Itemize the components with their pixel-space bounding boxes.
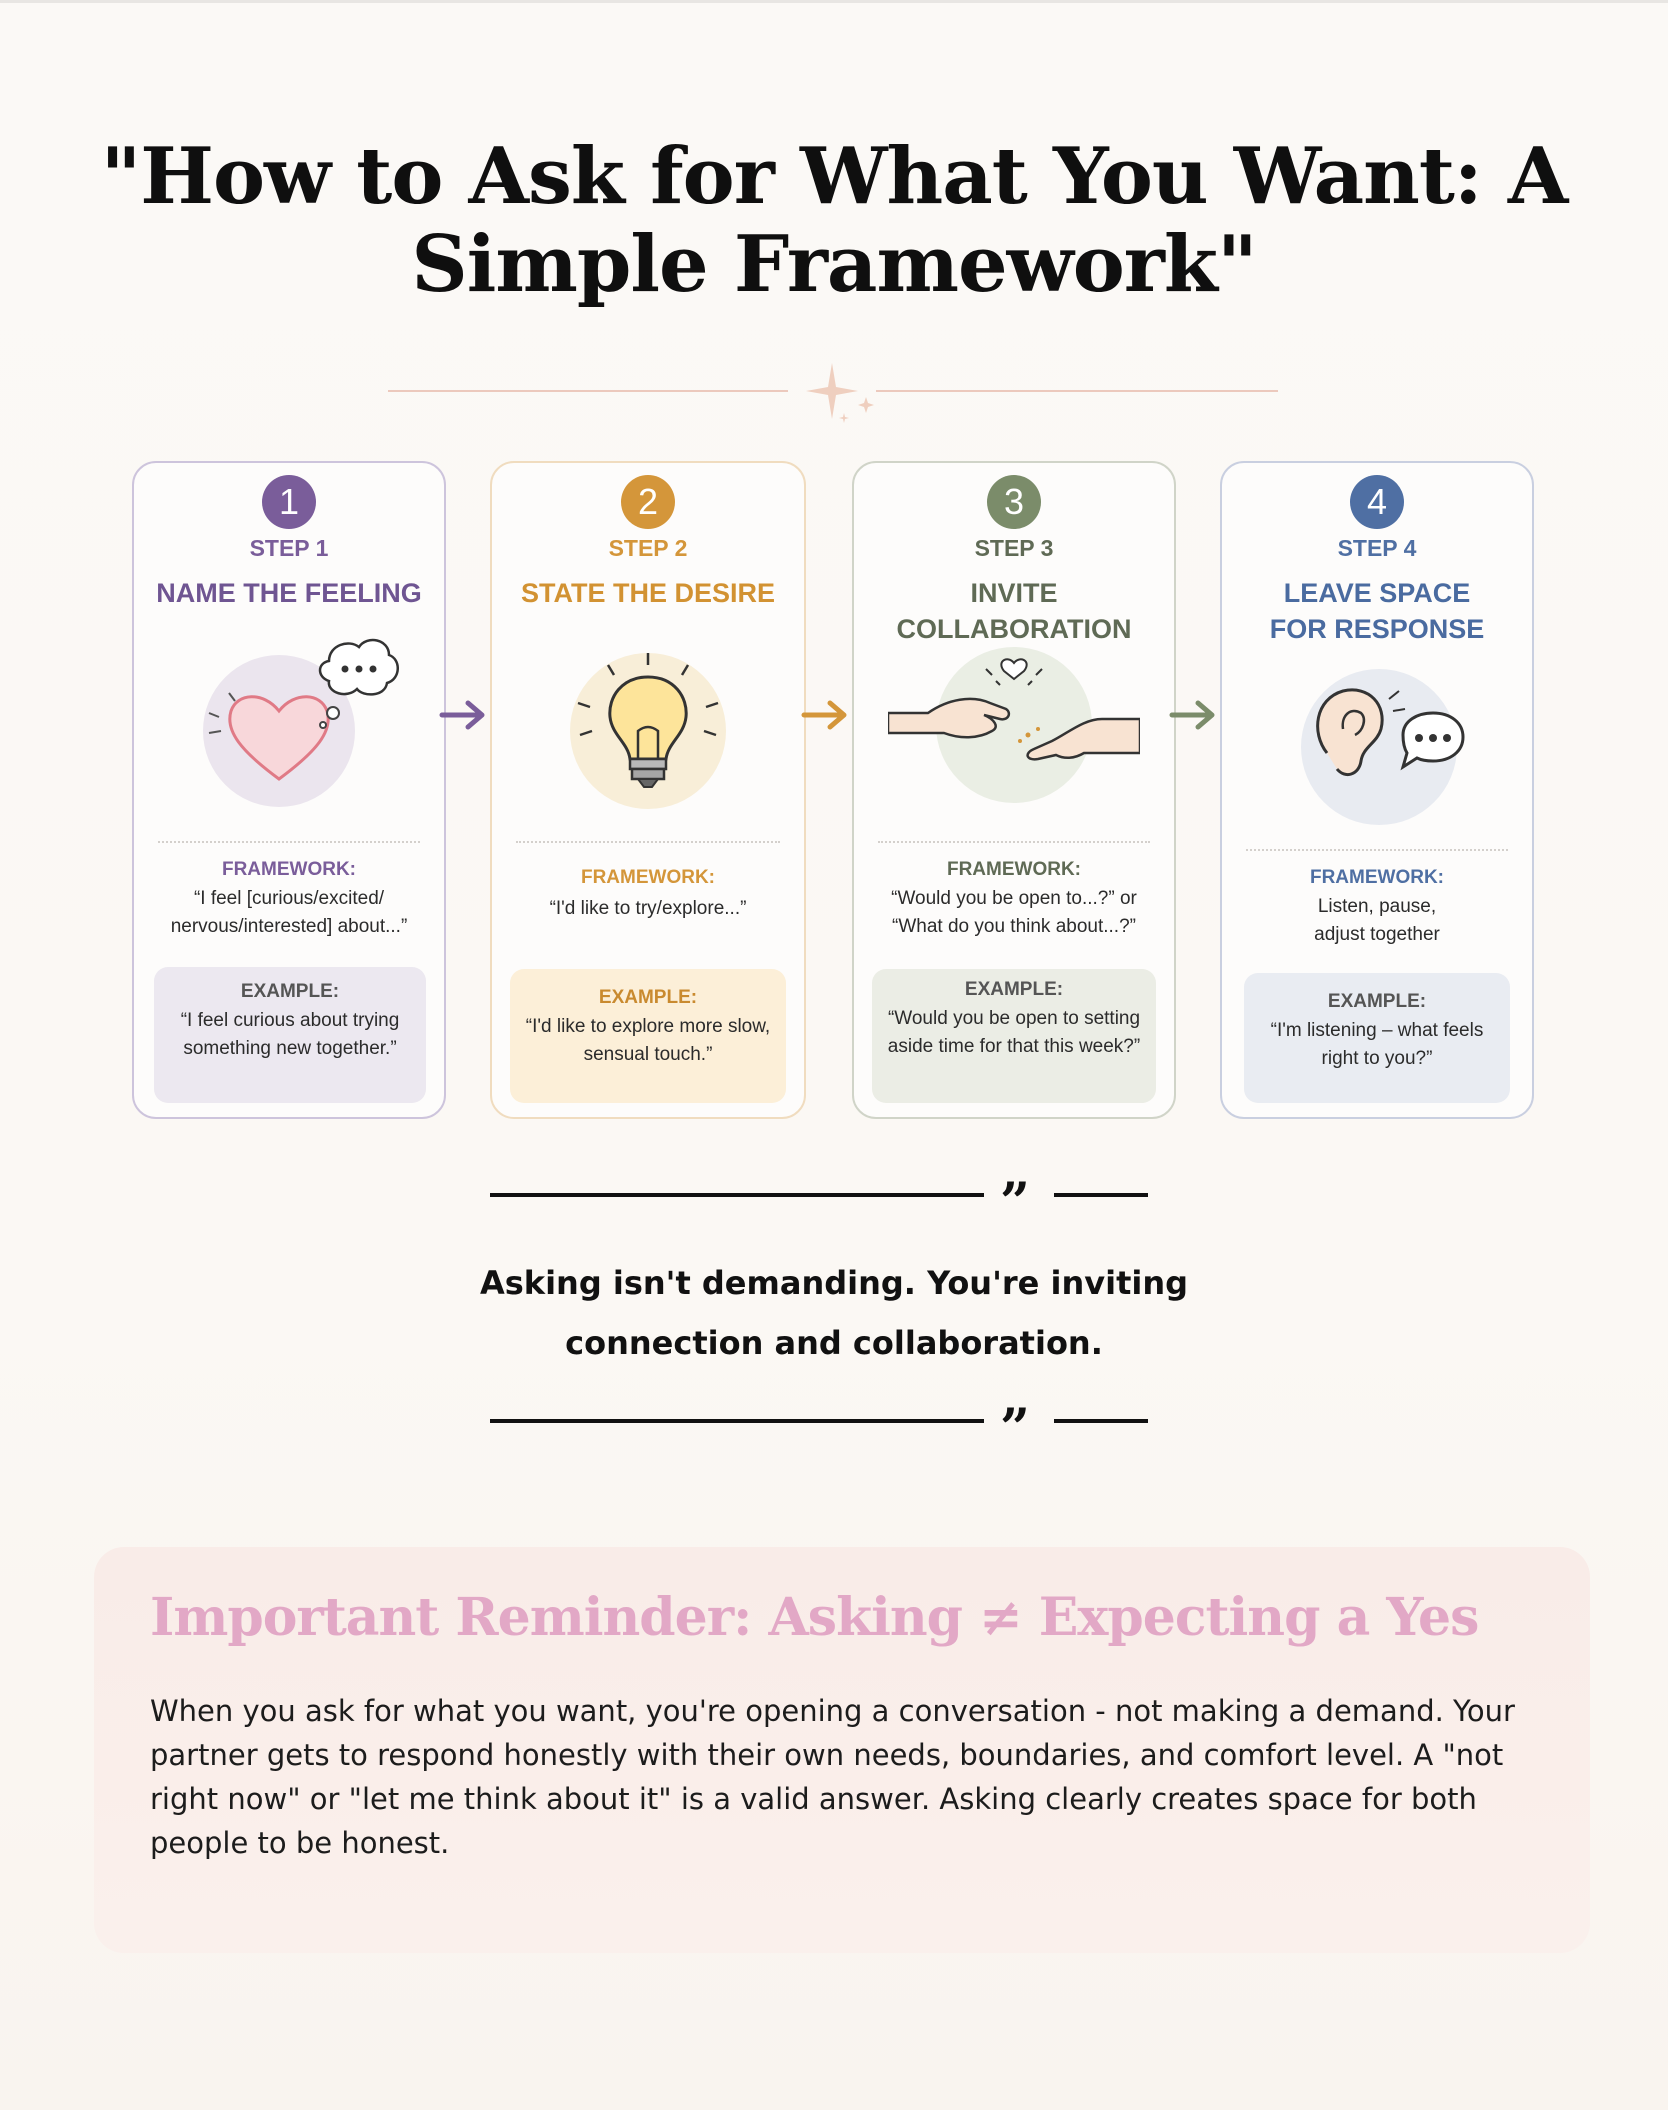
- step-number-badge: 4: [1350, 475, 1404, 529]
- step-label: STEP 4: [1337, 535, 1417, 561]
- reminder-title: Important Reminder: Asking ≠ Expecting a…: [150, 1587, 1479, 1648]
- dotted-separator: [878, 841, 1150, 843]
- quote-mark-icon: ”: [1000, 1172, 1030, 1233]
- lightbulb-icon: [570, 653, 726, 809]
- framework-text: “I'd like to try/explore...”: [549, 898, 747, 919]
- step-label: STEP 2: [608, 535, 688, 561]
- ear-speech-bubble-icon: [1301, 669, 1465, 825]
- example-box: EXAMPLE: “I'd like to explore more slow,…: [510, 969, 786, 1103]
- arrow-right-icon: [439, 700, 485, 730]
- steps-framework: 1 STEP 1 NAME THE FEELING FRAMEWORK: “I …: [132, 461, 1534, 1119]
- quote-mark-icon: ”: [1000, 1398, 1030, 1459]
- example-box: EXAMPLE: “I'm listening – what feels rig…: [1244, 973, 1510, 1103]
- example-box: EXAMPLE: “I feel curious about trying so…: [154, 967, 426, 1103]
- step-card-2: 2 STEP 2 STATE THE DESIRE FRAMEWORK: “: [490, 461, 806, 1119]
- quote-rule-bottom-right: [1054, 1419, 1148, 1423]
- framework-label: FRAMEWORK:: [221, 859, 357, 880]
- example-text: “I feel curious about trying something n…: [180, 1010, 400, 1059]
- dotted-separator: [516, 841, 780, 843]
- step-label: STEP 3: [974, 535, 1054, 561]
- arrow-right-icon: [801, 700, 847, 730]
- reminder-box: Important Reminder: Asking ≠ Expecting a…: [94, 1547, 1590, 1953]
- example-label: EXAMPLE:: [964, 979, 1064, 1000]
- arrow-right-icon: [1169, 700, 1215, 730]
- quote-rule-top-left: [490, 1193, 984, 1197]
- dotted-separator: [158, 841, 420, 843]
- example-label: EXAMPLE:: [598, 987, 698, 1008]
- step-name: LEAVE SPACE FOR RESPONSE: [1269, 578, 1485, 644]
- heart-thought-icon: [203, 638, 399, 807]
- framework-label: FRAMEWORK:: [946, 859, 1082, 880]
- example-text: “Would you be open to setting aside time…: [887, 1008, 1141, 1057]
- step-name: NAME THE FEELING: [156, 578, 422, 608]
- quote-rule-bottom-left: [490, 1419, 984, 1423]
- framework-text: Listen, pause, adjust together: [1314, 896, 1440, 945]
- step-card-3: 3 STEP 3 INVITE COLLABORATION FRAMEWORK:…: [852, 461, 1176, 1119]
- step-label: STEP 1: [249, 535, 329, 561]
- step-number-badge: 2: [621, 475, 675, 529]
- quote-rule-top-right: [1054, 1193, 1148, 1197]
- sparkle-divider: [388, 363, 1278, 423]
- page-title: "How to Ask for What You Want: A Simple …: [100, 131, 1569, 310]
- example-label: EXAMPLE:: [1327, 991, 1427, 1012]
- framework-text: “I feel [curious/excited/ nervous/intere…: [170, 888, 408, 937]
- sparkle-icon: [806, 363, 858, 419]
- step-number-badge: 1: [262, 475, 316, 529]
- example-box: EXAMPLE: “Would you be open to setting a…: [872, 969, 1156, 1103]
- framework-label: FRAMEWORK:: [1309, 867, 1445, 888]
- dotted-separator: [1246, 849, 1508, 851]
- step-card-4: 4 STEP 4 LEAVE SPACE FOR RESPONSE FRAMEW…: [1220, 461, 1534, 1119]
- example-text: “I'd like to explore more slow, sensual …: [525, 1016, 771, 1065]
- step-number-badge: 3: [987, 475, 1041, 529]
- example-label: EXAMPLE:: [240, 981, 340, 1002]
- step-card-1: 1 STEP 1 NAME THE FEELING FRAMEWORK: “I …: [132, 461, 446, 1119]
- framework-label: FRAMEWORK:: [580, 867, 716, 888]
- pull-quote: Asking isn't demanding. You're inviting …: [479, 1264, 1189, 1362]
- step-name: STATE THE DESIRE: [520, 578, 776, 608]
- reminder-body: When you ask for what you want, you're o…: [150, 1694, 1515, 1860]
- step-name: INVITE COLLABORATION: [896, 578, 1132, 644]
- framework-text: “Would you be open to...?” or “What do y…: [891, 888, 1137, 937]
- example-text: “I'm listening – what feels right to you…: [1270, 1020, 1484, 1069]
- hands-reaching-icon: [888, 647, 1140, 803]
